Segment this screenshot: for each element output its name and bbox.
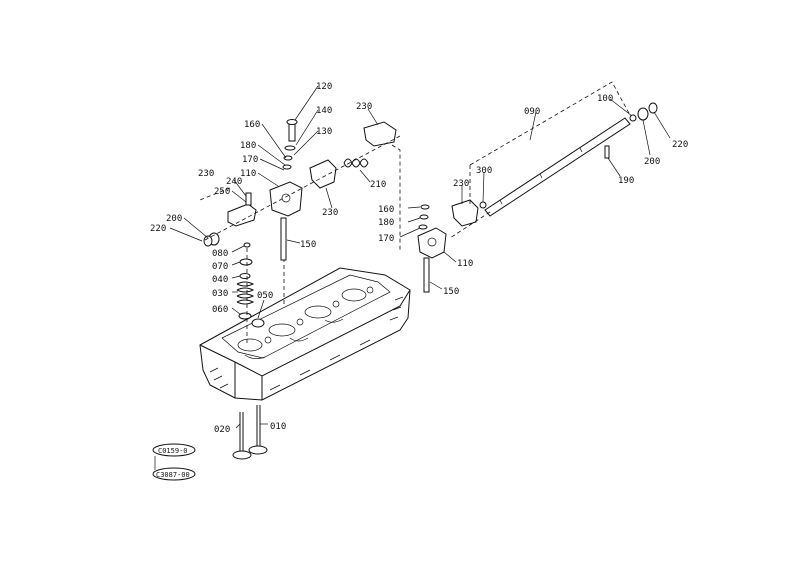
label-210: 210 xyxy=(370,180,386,190)
reference-codes: C0159-0 C3087-00 xyxy=(152,443,196,481)
label-180: 180 xyxy=(378,218,394,228)
label-060: 060 xyxy=(212,305,228,315)
label-020: 020 xyxy=(214,425,230,435)
label-240: 240 xyxy=(226,177,242,187)
cylinder-head xyxy=(199,267,411,401)
label-230: 230 xyxy=(453,179,469,189)
label-010: 010 xyxy=(270,422,286,432)
label-130: 130 xyxy=(316,127,332,137)
label-190: 190 xyxy=(618,176,634,186)
reference-code-2: C3087-00 xyxy=(156,471,190,479)
label-030: 030 xyxy=(212,289,228,299)
rocker-shaft-assembly xyxy=(417,81,658,293)
label-070: 070 xyxy=(212,262,228,272)
label-150: 150 xyxy=(300,240,316,250)
label-200: 200 xyxy=(644,157,660,167)
label-110: 110 xyxy=(457,259,473,269)
label-170: 170 xyxy=(378,234,394,244)
left-rocker-assembly xyxy=(199,119,401,261)
label-180: 180 xyxy=(240,141,256,151)
valve-010 xyxy=(248,405,268,455)
label-160: 160 xyxy=(244,120,260,130)
label-100: 100 xyxy=(597,94,613,104)
label-040: 040 xyxy=(212,275,228,285)
label-050: 050 xyxy=(257,291,273,301)
label-150: 150 xyxy=(443,287,459,297)
part-labels: 120 140 130 160 180 170 110 230 240 250 … xyxy=(150,82,688,435)
label-230: 230 xyxy=(198,169,214,179)
valve-spring-assembly xyxy=(236,242,285,345)
label-250: 250 xyxy=(214,187,230,197)
label-220: 220 xyxy=(672,140,688,150)
label-230: 230 xyxy=(322,208,338,218)
valve-020 xyxy=(232,412,252,460)
label-120: 120 xyxy=(316,82,332,92)
label-200: 200 xyxy=(166,214,182,224)
leader-lines xyxy=(169,85,671,429)
label-140: 140 xyxy=(316,106,332,116)
label-170: 170 xyxy=(242,155,258,165)
label-160: 160 xyxy=(378,205,394,215)
label-080: 080 xyxy=(212,249,228,259)
label-220: 220 xyxy=(150,224,166,234)
label-090: 090 xyxy=(524,107,540,117)
label-300: 300 xyxy=(476,166,492,176)
label-110: 110 xyxy=(240,169,256,179)
label-230: 230 xyxy=(356,102,372,112)
reference-code-1: C0159-0 xyxy=(158,447,188,455)
